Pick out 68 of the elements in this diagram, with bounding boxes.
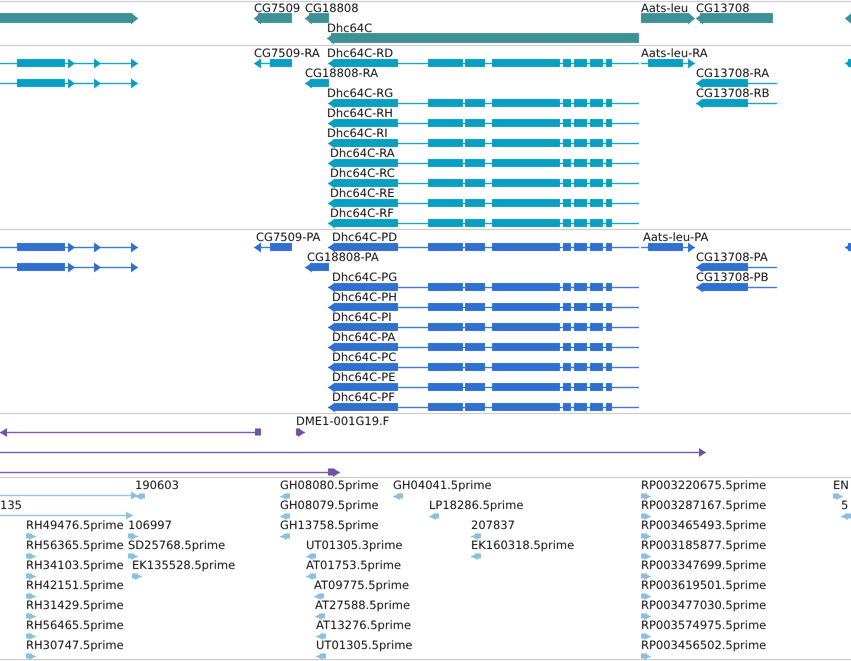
feature-label: 207837 (471, 519, 515, 532)
feature-label: DME1-001G19.F (296, 415, 390, 428)
feature-label: RP003456502.5prime (641, 639, 766, 652)
feature-label: AT13276.5prime (316, 619, 412, 632)
feature-label: EN (833, 479, 849, 492)
gene-label: Dhc64C-PG (332, 271, 398, 284)
feature-label: RP003477030.5prime (641, 599, 766, 612)
feature-label: SD25768.5prime (128, 539, 226, 552)
gene-label: Dhc64C-PH (332, 291, 397, 304)
feature-label: GH04041.5prime (393, 479, 492, 492)
gene-label: CG13708-RA (696, 67, 770, 80)
gene-label: CG13708-PB (696, 271, 768, 284)
feature-label: EK135528.5prime (132, 559, 236, 572)
feature-label: AT27588.5prime (315, 599, 410, 612)
feature-label: RH49476.5prime (26, 519, 124, 532)
gene-label: CG7509-PA (256, 231, 320, 244)
feature-label: RP003619501.5prime (641, 579, 766, 592)
feature-label: 5 (841, 499, 848, 512)
feature-label: RP003220675.5prime (641, 479, 766, 492)
feature-label: RP003347699.5prime (641, 559, 766, 572)
gene-label: Dhc64C-PE (332, 371, 396, 384)
feature-label: RH34103.5prime (26, 559, 124, 572)
gene-label: Dhc64C-RE (330, 187, 395, 200)
feature-label: LP18286.5prime (429, 499, 524, 512)
feature-label: 190603 (135, 479, 179, 492)
gene-label: CG18808-RA (305, 67, 378, 80)
feature-label: RP003465493.5prime (641, 519, 766, 532)
gene-label: Dhc64C-RF (330, 207, 394, 220)
feature-label: EK160318.5prime (471, 539, 574, 552)
feature-label: RP003185877.5prime (641, 539, 766, 552)
gene-label: Aats-leu-PA (643, 231, 708, 244)
feature-label: 106997 (128, 519, 172, 532)
feature-label: UT01305.5prime (316, 639, 412, 652)
feature-label: GH13758.5prime (280, 519, 379, 532)
feature-label: RP003287167.5prime (641, 499, 766, 512)
feature-label: AT01753.5prime (306, 559, 402, 572)
gene-label: Dhc64C-RG (327, 87, 394, 100)
gene-label: Dhc64C-RD (327, 47, 394, 60)
feature-label: 135 (0, 499, 22, 512)
gene-label: Dhc64C-PD (332, 231, 398, 244)
gene-label: Aats-leu-RA (641, 47, 708, 60)
feature-label: UT01305.3prime (306, 539, 402, 552)
gene-label: Dhc64C-RI (327, 127, 388, 140)
gene-label: Dhc64C-PI (332, 311, 392, 324)
gene-label: Dhc64C-RH (327, 107, 393, 120)
feature-label: RH56465.5prime (26, 619, 124, 632)
gene-label: Aats-leu (641, 2, 688, 15)
feature-label: AT09775.5prime (314, 579, 410, 592)
feature-label: RP003574975.5prime (641, 619, 766, 632)
gene-label: CG7509 (254, 2, 300, 15)
gene-label: CG13708 (696, 2, 750, 15)
gene-label: Dhc64C-PF (332, 391, 395, 404)
gene-label: CG7509-RA (254, 47, 320, 60)
gene-label: Dhc64C (327, 22, 372, 35)
feature-label: RH30747.5prime (26, 639, 124, 652)
gene-label: Dhc64C-PC (332, 351, 396, 364)
feature-label: RH42151.5prime (26, 579, 124, 592)
feature-label: GH08079.5prime (280, 499, 379, 512)
gene-label: CG13708-RB (696, 87, 770, 100)
gene-label: CG18808-PA (307, 251, 379, 264)
feature-label: GH08080.5prime (280, 479, 379, 492)
gene-label: Dhc64C-RA (330, 147, 395, 160)
gene-label: CG13708-PA (696, 251, 768, 264)
gene-label: Dhc64C-PA (332, 331, 396, 344)
gene-label: CG18808 (305, 2, 359, 15)
feature-label: RH31429.5prime (26, 599, 124, 612)
feature-label: RH56365.5prime (26, 539, 124, 552)
gene-label: Dhc64C-RC (330, 167, 395, 180)
